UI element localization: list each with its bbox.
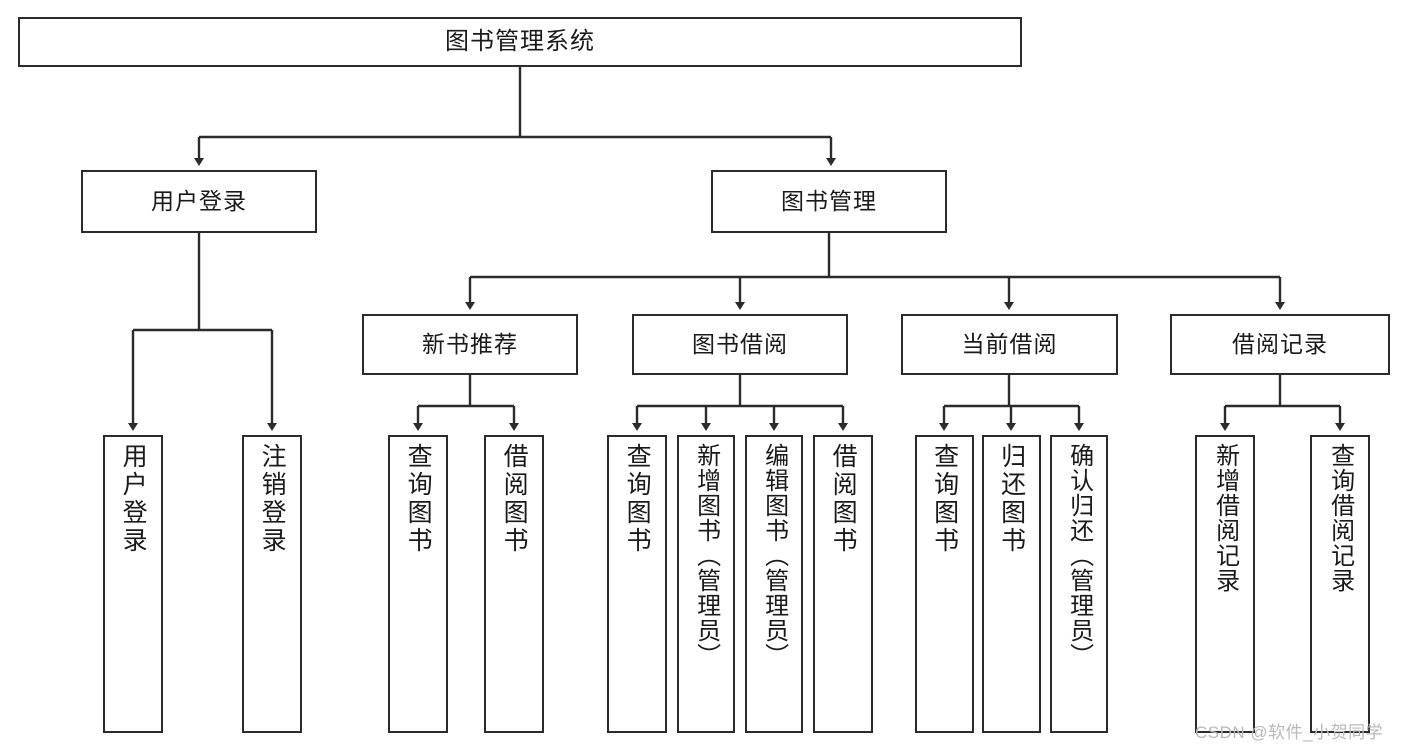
node-book-borrow[interactable]: 图书借阅 xyxy=(632,314,848,375)
node-root[interactable]: 图书管理系统 xyxy=(18,17,1022,67)
node-leaf-edit-book-admin-label: 编辑图书（管理员） xyxy=(760,443,788,668)
node-leaf-query-book-1-label: 查询图书 xyxy=(404,443,433,555)
node-leaf-borrow-book-1-label: 借阅图书 xyxy=(500,443,529,555)
node-leaf-user-login-label: 用户登录 xyxy=(119,443,148,555)
node-new-book-recommend-label: 新书推荐 xyxy=(422,330,518,357)
node-leaf-user-logout-label: 注销登录 xyxy=(258,443,287,555)
node-leaf-add-borrow-record[interactable]: 新增借阅记录 xyxy=(1195,435,1255,733)
node-root-label: 图书管理系统 xyxy=(445,27,595,55)
node-leaf-borrow-book-2[interactable]: 借阅图书 xyxy=(813,435,873,733)
node-book-borrow-label: 图书借阅 xyxy=(692,330,788,357)
node-leaf-return-book[interactable]: 归还图书 xyxy=(982,435,1041,733)
node-current-borrow[interactable]: 当前借阅 xyxy=(901,314,1118,375)
node-book-manage-label: 图书管理 xyxy=(781,187,877,214)
node-leaf-borrow-book-1[interactable]: 借阅图书 xyxy=(484,435,544,733)
node-leaf-return-book-label: 归还图书 xyxy=(997,443,1026,555)
node-leaf-add-borrow-record-label: 新增借阅记录 xyxy=(1211,443,1239,593)
node-leaf-confirm-return-admin[interactable]: 确认归还（管理员） xyxy=(1050,435,1108,733)
node-leaf-borrow-book-2-label: 借阅图书 xyxy=(829,443,858,555)
node-leaf-add-book-admin[interactable]: 新增图书（管理员） xyxy=(677,435,735,733)
node-leaf-user-logout[interactable]: 注销登录 xyxy=(242,435,302,733)
node-leaf-query-book-3[interactable]: 查询图书 xyxy=(915,435,974,733)
csdn-watermark: CSDN @软件_小贺同学 xyxy=(1195,723,1384,742)
node-borrow-record-label: 借阅记录 xyxy=(1232,330,1328,357)
node-leaf-edit-book-admin[interactable]: 编辑图书（管理员） xyxy=(745,435,803,733)
node-leaf-confirm-return-admin-label: 确认归还（管理员） xyxy=(1065,443,1093,668)
node-leaf-query-book-1[interactable]: 查询图书 xyxy=(388,435,448,733)
node-user-login-label: 用户登录 xyxy=(151,187,247,214)
node-leaf-add-book-admin-label: 新增图书（管理员） xyxy=(692,443,720,668)
node-current-borrow-label: 当前借阅 xyxy=(961,330,1058,357)
node-borrow-record[interactable]: 借阅记录 xyxy=(1170,314,1390,375)
node-new-book-recommend[interactable]: 新书推荐 xyxy=(362,314,578,375)
node-leaf-query-book-3-label: 查询图书 xyxy=(930,443,959,555)
node-user-login[interactable]: 用户登录 xyxy=(81,170,317,233)
node-leaf-query-borrow-record-label: 查询借阅记录 xyxy=(1326,443,1354,593)
node-leaf-query-borrow-record[interactable]: 查询借阅记录 xyxy=(1310,435,1370,733)
node-book-manage[interactable]: 图书管理 xyxy=(711,170,947,233)
node-leaf-user-login[interactable]: 用户登录 xyxy=(103,435,163,733)
node-leaf-query-book-2[interactable]: 查询图书 xyxy=(607,435,667,733)
node-leaf-query-book-2-label: 查询图书 xyxy=(623,443,652,555)
